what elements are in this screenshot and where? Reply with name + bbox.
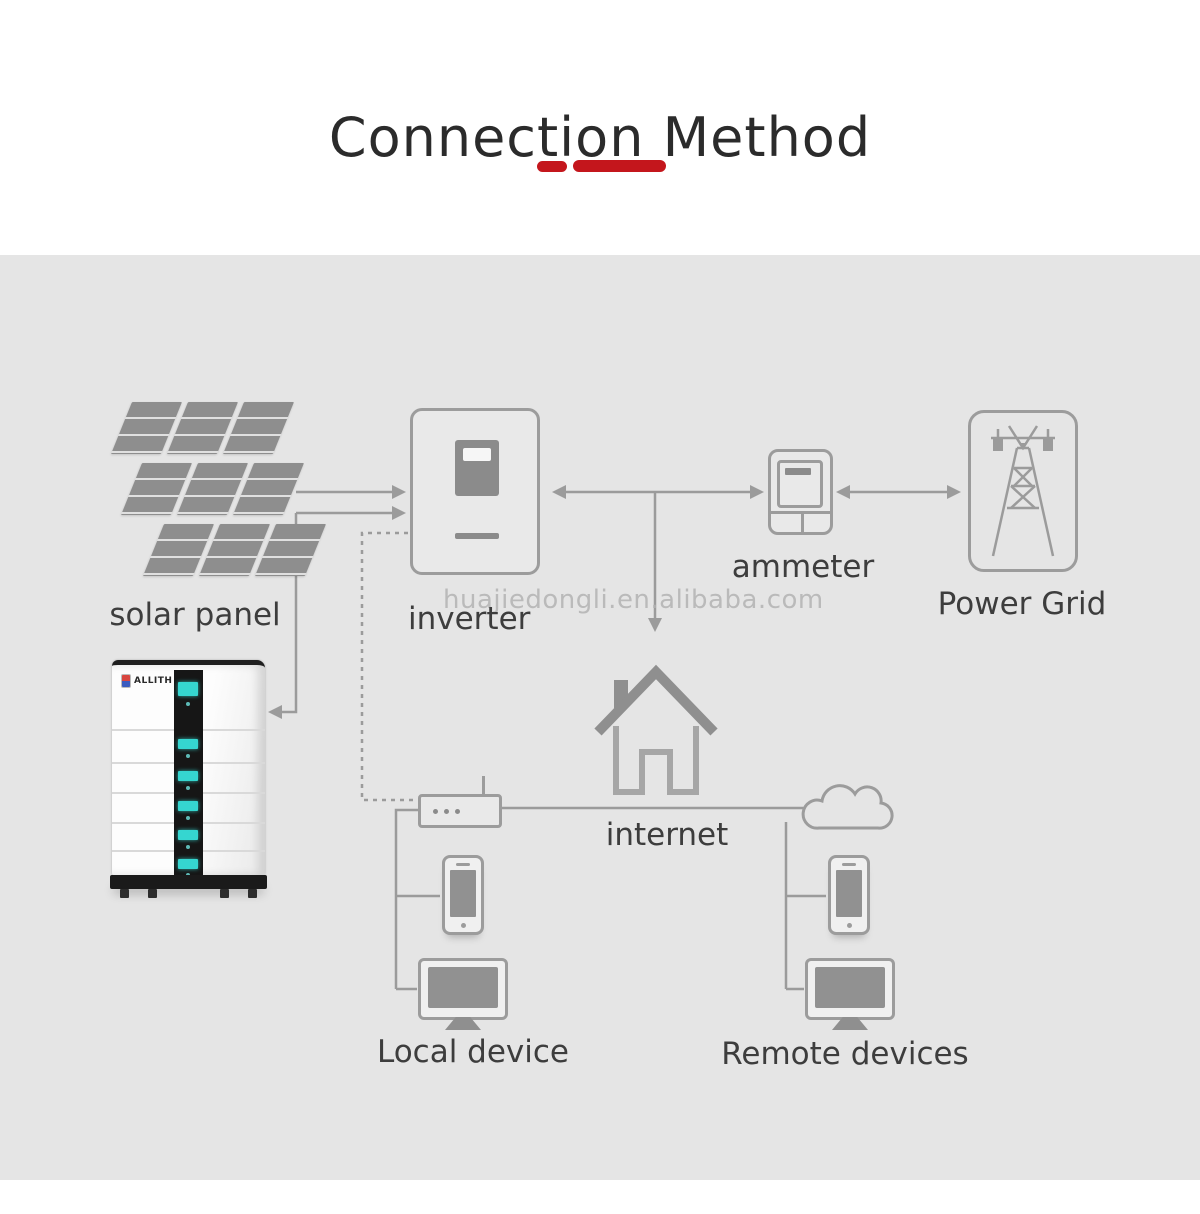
- remote-smartphone-icon: [828, 855, 870, 935]
- brand-name: ALLITH: [134, 676, 173, 686]
- battery-control-strip: [174, 670, 203, 880]
- label-inverter: inverter: [408, 601, 531, 637]
- inverter-vent: [455, 533, 499, 539]
- label-internet: internet: [605, 817, 729, 853]
- router-icon: [418, 776, 502, 828]
- ammeter-screen: [777, 460, 823, 508]
- battery-body: ALLITH: [112, 660, 265, 880]
- phone-screen: [836, 870, 862, 917]
- solar-panel-icon: [110, 400, 328, 590]
- brand-mark-icon: [121, 674, 131, 688]
- title-underline-short: [537, 161, 567, 172]
- phone-screen: [450, 870, 476, 917]
- battery-brand-logo: ALLITH: [121, 674, 172, 688]
- phone-speaker: [842, 863, 856, 866]
- label-local-device: Local device: [376, 1034, 570, 1070]
- local-monitor-icon: [418, 958, 508, 1030]
- battery-base: [110, 875, 267, 889]
- ammeter-button-divider: [800, 514, 804, 532]
- watermark: huajiedongli.en.alibaba.com: [443, 585, 824, 615]
- phone-home-button: [460, 923, 466, 928]
- cloud-icon: [801, 784, 894, 830]
- battery-lcd: [178, 859, 198, 869]
- battery-lcd: [178, 801, 198, 811]
- arrowheads: [268, 485, 961, 719]
- ammeter-icon: [768, 449, 833, 535]
- phone-home-button: [846, 923, 852, 928]
- monitor-stand: [445, 1017, 481, 1030]
- ammeter-screen-bar: [785, 468, 811, 475]
- label-ammeter: ammeter: [731, 549, 875, 585]
- router-leds: [433, 809, 460, 814]
- label-power-grid: Power Grid: [937, 586, 1107, 622]
- inverter-icon: [410, 408, 540, 575]
- monitor-screen: [815, 967, 885, 1008]
- battery-lcd: [178, 739, 198, 749]
- inverter-display-panel: [455, 440, 499, 496]
- house-icon: [594, 664, 718, 795]
- monitor-screen: [428, 967, 498, 1008]
- ammeter-divider: [771, 511, 830, 514]
- label-solar-panel: solar panel: [109, 597, 281, 633]
- page-title: Connection Method: [328, 106, 872, 170]
- remote-monitor-icon: [805, 958, 895, 1030]
- label-remote-devices: Remote devices: [721, 1036, 969, 1072]
- battery-stack-icon: ALLITH: [110, 660, 267, 900]
- battery-lcd: [178, 830, 198, 840]
- local-smartphone-icon: [442, 855, 484, 935]
- title-underline-long: [573, 160, 666, 172]
- power-grid-icon: [968, 410, 1078, 572]
- monitor-stand: [832, 1017, 868, 1030]
- router-antenna: [482, 776, 485, 797]
- battery-lcd: [178, 682, 198, 696]
- phone-speaker: [456, 863, 470, 866]
- inverter-display-slot: [463, 448, 491, 461]
- battery-lcd: [178, 771, 198, 781]
- power-grid-tower-icon: [991, 425, 1055, 557]
